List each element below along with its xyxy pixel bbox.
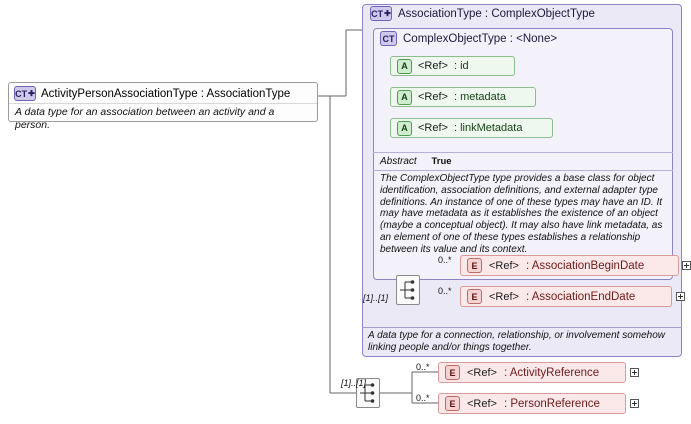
- inner-sequence-occurs: [1]..[1]: [363, 293, 389, 303]
- attribute-ref: <Ref>: [418, 60, 448, 72]
- element-occurs: 0..*: [438, 255, 452, 265]
- divider: [373, 152, 673, 153]
- attribute-row[interactable]: A <Ref> : linkMetadata: [390, 118, 553, 138]
- attribute-name: : linkMetadata: [453, 122, 523, 134]
- expand-plus-icon[interactable]: [630, 368, 639, 380]
- complex-object-type-title: ComplexObjectType : <None>: [403, 32, 558, 45]
- element-ref: <Ref>: [467, 397, 497, 410]
- abstract-value: True: [431, 156, 452, 167]
- element-icon: E: [467, 258, 482, 273]
- element-icon: E: [445, 396, 460, 411]
- complex-type-icon: CT✚: [370, 6, 392, 21]
- element-row[interactable]: E <Ref> : PersonReference: [438, 393, 626, 414]
- element-ref: <Ref>: [489, 290, 519, 303]
- sequence-connector-icon[interactable]: [356, 378, 380, 408]
- element-name: : AssociationBeginDate: [525, 259, 645, 272]
- element-ref: <Ref>: [489, 259, 519, 272]
- attribute-ref: <Ref>: [418, 122, 448, 134]
- element-name: : ActivityReference: [503, 366, 600, 379]
- element-row[interactable]: E <Ref> : ActivityReference: [438, 362, 626, 383]
- element-occurs: 0..*: [438, 286, 452, 296]
- abstract-row: Abstract True: [380, 156, 452, 167]
- element-icon: E: [467, 289, 482, 304]
- association-type-header: CT✚ AssociationType : ComplexObjectType: [370, 6, 595, 21]
- complex-object-type-header: CT ComplexObjectType : <None>: [380, 31, 557, 46]
- element-icon: E: [445, 365, 460, 380]
- abstract-label: Abstract: [380, 156, 417, 167]
- complex-object-type-doc: The ComplexObjectType type provides a ba…: [380, 173, 663, 255]
- element-occurs: 0..*: [416, 393, 430, 403]
- expand-plus-icon[interactable]: [682, 261, 691, 273]
- attribute-ref: <Ref>: [418, 91, 448, 103]
- element-name: : PersonReference: [503, 397, 600, 410]
- main-element-name: ActivityPersonAssociationType : Associat…: [41, 87, 291, 100]
- element-row[interactable]: E <Ref> : AssociationEndDate: [460, 286, 672, 307]
- element-ref: <Ref>: [467, 366, 497, 379]
- divider: [373, 170, 673, 171]
- complex-type-icon: CT: [380, 31, 397, 46]
- attribute-icon: A: [397, 58, 412, 74]
- attribute-row[interactable]: A <Ref> : id: [390, 56, 515, 76]
- attribute-icon: A: [397, 89, 412, 105]
- sequence-connector-icon[interactable]: [396, 275, 420, 305]
- element-occurs: 0..*: [416, 362, 430, 372]
- expand-plus-icon[interactable]: [676, 292, 685, 304]
- attribute-name: : id: [453, 60, 469, 72]
- expand-plus-icon[interactable]: [630, 399, 639, 411]
- element-name: : AssociationEndDate: [525, 290, 636, 303]
- divider: [362, 327, 682, 328]
- outer-sequence-occurs: [1]..[1]: [341, 378, 367, 388]
- complex-type-icon: CT✚: [14, 86, 36, 101]
- attribute-name: : metadata: [453, 91, 506, 103]
- attribute-row[interactable]: A <Ref> : metadata: [390, 87, 536, 107]
- association-type-doc: A data type for a connection, relationsh…: [368, 330, 666, 353]
- main-element-header: CT✚ ActivityPersonAssociationType : Asso…: [9, 83, 317, 103]
- main-element-doc: A data type for an association between a…: [9, 103, 317, 136]
- element-row[interactable]: E <Ref> : AssociationBeginDate: [460, 255, 679, 276]
- main-element-box[interactable]: CT✚ ActivityPersonAssociationType : Asso…: [8, 82, 318, 131]
- association-type-title: AssociationType : ComplexObjectType: [398, 7, 595, 20]
- attribute-icon: A: [397, 120, 412, 136]
